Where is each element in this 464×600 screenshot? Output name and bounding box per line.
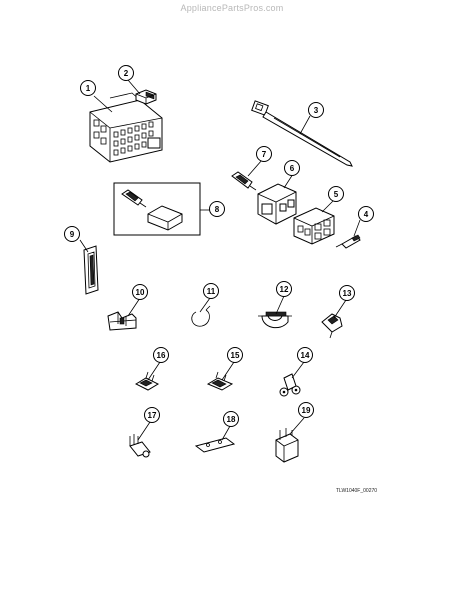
leader-9 [79, 239, 89, 253]
callout-number: 19 [302, 406, 311, 415]
callout-circle [144, 407, 160, 423]
part-2-clip [135, 89, 157, 105]
leader-1 [93, 95, 113, 113]
part-12-cable-clamp [258, 311, 292, 329]
callout-number: 5 [334, 190, 339, 199]
callout-16: 16 [153, 347, 169, 363]
part-11-ring-clip [191, 305, 211, 327]
callout-7: 7 [256, 146, 272, 162]
part-19-multi-pin [275, 428, 299, 463]
part-7-terminal [231, 171, 257, 191]
part-15-terminal [206, 371, 234, 391]
callout-number: 12 [280, 285, 289, 294]
callout-number: 8 [215, 205, 220, 214]
leader-12 [275, 295, 285, 315]
callout-number: 11 [207, 287, 216, 296]
leader-6 [283, 173, 294, 189]
leader-16 [147, 361, 161, 381]
callout-19: 19 [298, 402, 314, 418]
callout-circle [339, 285, 355, 301]
callout-4: 4 [358, 206, 374, 222]
part-4-terminal [335, 234, 361, 249]
callout-number: 17 [148, 411, 157, 420]
part-8-kit-box [113, 182, 201, 236]
callout-number: 16 [157, 351, 166, 360]
leader-17 [137, 421, 151, 441]
callout-number: 15 [231, 351, 240, 360]
part-14-ring-terminal [279, 373, 301, 397]
callout-circle [227, 347, 243, 363]
callout-number: 4 [364, 210, 369, 219]
callout-circle [298, 402, 314, 418]
callout-circle [132, 284, 148, 300]
callout-circle [308, 102, 324, 118]
callout-number: 7 [262, 150, 267, 159]
part-16-terminal [134, 371, 160, 391]
callout-circle [284, 160, 300, 176]
callout-1: 1 [80, 80, 96, 96]
callout-17: 17 [144, 407, 160, 423]
leader-lines [79, 79, 361, 441]
leader-19 [289, 417, 305, 435]
callout-9: 9 [64, 226, 80, 242]
callout-11: 11 [203, 283, 219, 299]
callout-circle [118, 65, 134, 81]
callout-circle [64, 226, 80, 242]
callout-number: 2 [124, 69, 129, 78]
part-1-connector-block [89, 92, 163, 163]
callout-2: 2 [118, 65, 134, 81]
figure-code: TLW1040F_00270 [336, 488, 378, 494]
callout-circle [358, 206, 374, 222]
leader-18 [221, 425, 231, 441]
callout-circle [256, 146, 272, 162]
callout-circle [297, 347, 313, 363]
part-5-receptacle-housing [293, 207, 335, 245]
callout-number: 10 [136, 288, 145, 297]
watermark-text: AppliancePartsPros.com [180, 3, 284, 13]
callout-18: 18 [223, 411, 239, 427]
callout-15: 15 [227, 347, 243, 363]
callout-10: 10 [132, 284, 148, 300]
callout-number: 18 [227, 415, 236, 424]
callout-number: 3 [314, 106, 319, 115]
leader-3 [299, 115, 311, 135]
part-9-strip [83, 245, 99, 295]
leader-5 [321, 199, 335, 213]
callout-number: 14 [301, 351, 310, 360]
part-18-flat-strap [194, 437, 236, 453]
callout-number: 6 [290, 164, 295, 173]
callout-8: 8 [209, 201, 225, 217]
callout-circle [80, 80, 96, 96]
leader-13 [333, 299, 347, 319]
callout-5: 5 [328, 186, 344, 202]
leader-2 [127, 79, 141, 95]
part-6-connector-housing [257, 183, 297, 225]
leader-15 [221, 361, 235, 381]
callout-13: 13 [339, 285, 355, 301]
leader-4 [353, 219, 361, 237]
callout-3: 3 [308, 102, 324, 118]
callout-circle [203, 283, 219, 299]
callout-circle [209, 201, 225, 217]
callout-12: 12 [276, 281, 292, 297]
part-3-cable-tie [251, 100, 353, 167]
part-10-clamp [107, 311, 137, 331]
leader-11 [199, 297, 211, 313]
part-13-mount-clip [321, 313, 343, 339]
leader-7 [247, 159, 263, 177]
leader-10 [127, 297, 141, 317]
callout-number: 9 [70, 230, 75, 239]
callout-number: 1 [86, 84, 91, 93]
callout-circle [223, 411, 239, 427]
callout-number: 13 [343, 289, 352, 298]
leader-14 [291, 361, 305, 379]
callout-circle [276, 281, 292, 297]
callout-circle [153, 347, 169, 363]
callout-circle [328, 186, 344, 202]
callout-14: 14 [297, 347, 313, 363]
callout-6: 6 [284, 160, 300, 176]
